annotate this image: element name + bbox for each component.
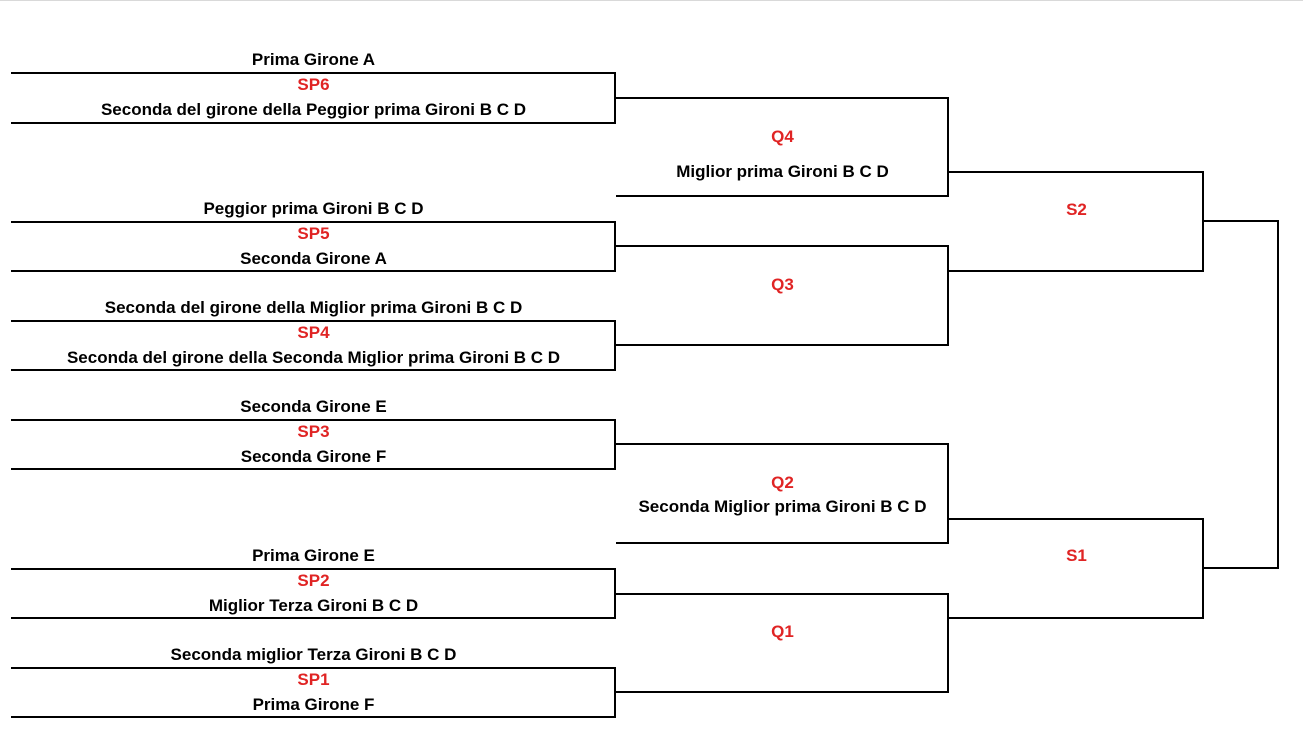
sp2-bottom-line bbox=[11, 617, 616, 619]
q1-bottom-line bbox=[616, 691, 949, 693]
sp2-top-line bbox=[11, 568, 616, 570]
sp1-vertical-line bbox=[614, 667, 616, 718]
sp5-bottom-team: Seconda Girone A bbox=[240, 249, 387, 268]
s2-top-line bbox=[949, 171, 1204, 173]
sp5-top-line bbox=[11, 221, 616, 223]
sp1-top-line bbox=[11, 667, 616, 669]
s1-vertical-line bbox=[1202, 518, 1204, 619]
sp5-bottom-line bbox=[11, 270, 616, 272]
sp3-bottom-team: Seconda Girone F bbox=[240, 447, 387, 466]
q4-bottom-line bbox=[616, 195, 949, 197]
q2-vertical-line bbox=[947, 443, 949, 544]
s1-top-line bbox=[949, 518, 1204, 520]
s1-match-code: S1 bbox=[1066, 546, 1087, 565]
q2-match-code: Q2 bbox=[771, 473, 794, 492]
final-vertical-line bbox=[1277, 220, 1279, 569]
sp1-match-code: SP1 bbox=[297, 670, 330, 689]
sp5-match-code: SP5 bbox=[297, 224, 330, 243]
sp3-top-team: Seconda Girone E bbox=[240, 397, 387, 416]
s2-bottom-line bbox=[949, 270, 1204, 272]
sp4-bottom-team: Seconda del girone della Seconda Miglior… bbox=[66, 348, 561, 367]
sp5-vertical-line bbox=[614, 221, 616, 272]
sp6-bottom-line bbox=[11, 122, 616, 124]
sp6-match-code: SP6 bbox=[297, 75, 330, 94]
q4-match-code: Q4 bbox=[771, 127, 794, 146]
sp1-top-team: Seconda miglior Terza Gironi B C D bbox=[170, 645, 457, 664]
sp3-top-line bbox=[11, 419, 616, 421]
q3-vertical-line bbox=[947, 245, 949, 346]
sp4-top-team: Seconda del girone della Miglior prima G… bbox=[104, 298, 523, 317]
q4-seed-team: Miglior prima Gironi B C D bbox=[676, 162, 889, 181]
q3-bottom-line bbox=[616, 344, 949, 346]
sp2-bottom-team: Miglior Terza Gironi B C D bbox=[208, 596, 419, 615]
q1-vertical-line bbox=[947, 593, 949, 693]
q3-match-code: Q3 bbox=[771, 275, 794, 294]
sp4-bottom-line bbox=[11, 369, 616, 371]
final-top-line bbox=[1204, 220, 1279, 222]
sp2-vertical-line bbox=[614, 568, 616, 619]
sp2-top-team: Prima Girone E bbox=[252, 546, 375, 565]
sp4-match-code: SP4 bbox=[297, 323, 330, 342]
sp3-match-code: SP3 bbox=[297, 422, 330, 441]
q2-bottom-line bbox=[616, 542, 949, 544]
s2-vertical-line bbox=[1202, 171, 1204, 272]
sp3-vertical-line bbox=[614, 419, 616, 470]
q1-top-line bbox=[616, 593, 949, 595]
sp6-bottom-team: Seconda del girone della Peggior prima G… bbox=[100, 100, 527, 119]
top-border bbox=[0, 0, 1303, 1]
sp2-match-code: SP2 bbox=[297, 571, 330, 590]
s1-bottom-line bbox=[949, 617, 1204, 619]
q4-top-line bbox=[616, 97, 949, 99]
q2-seed-team: Seconda Miglior prima Gironi B C D bbox=[638, 497, 927, 516]
sp4-vertical-line bbox=[614, 320, 616, 371]
sp3-bottom-line bbox=[11, 468, 616, 470]
q2-top-line bbox=[616, 443, 949, 445]
q1-match-code: Q1 bbox=[771, 622, 794, 641]
q4-vertical-line bbox=[947, 97, 949, 197]
s2-match-code: S2 bbox=[1066, 200, 1087, 219]
sp6-top-team: Prima Girone A bbox=[251, 50, 376, 69]
q3-top-line bbox=[616, 245, 949, 247]
sp4-top-line bbox=[11, 320, 616, 322]
final-bottom-line bbox=[1204, 567, 1279, 569]
sp1-bottom-team: Prima Girone F bbox=[252, 695, 375, 714]
sp6-vertical-line bbox=[614, 72, 616, 124]
sp1-bottom-line bbox=[11, 716, 616, 718]
sp6-top-line bbox=[11, 72, 616, 74]
sp5-top-team: Peggior prima Gironi B C D bbox=[203, 199, 424, 218]
